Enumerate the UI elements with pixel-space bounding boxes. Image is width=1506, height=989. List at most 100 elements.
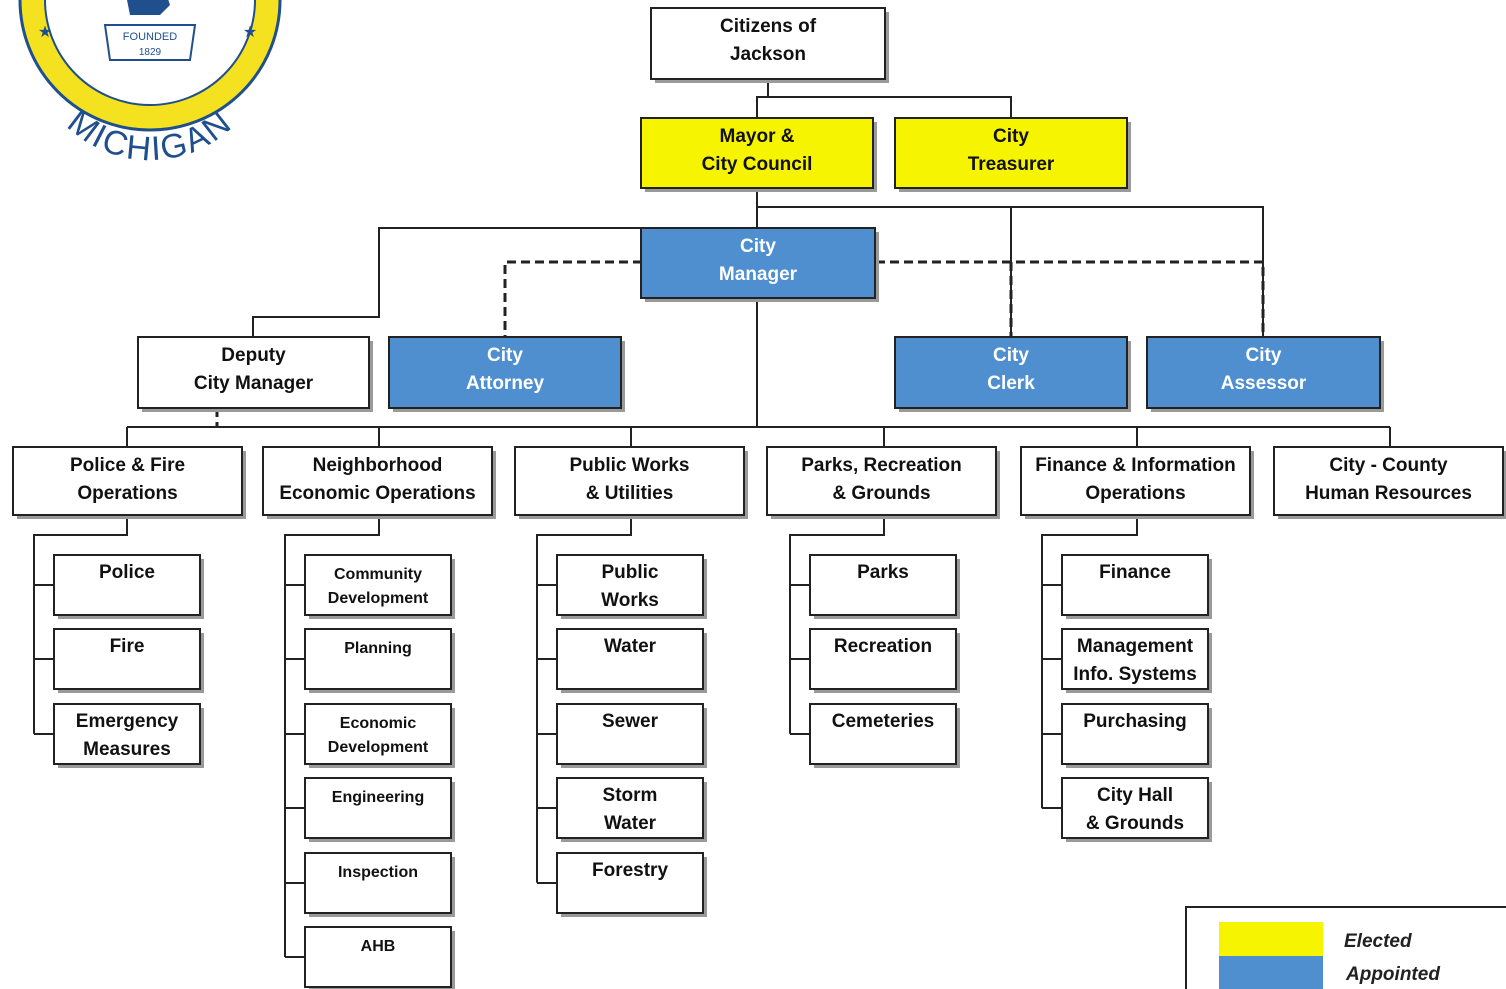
- city-assessor-box-frame: [1146, 336, 1381, 409]
- unit-emergency-measures-box-label-1: Emergency: [76, 711, 179, 732]
- legend-elected-label: Elected: [1344, 931, 1412, 952]
- unit-public-works-box-label-2: Works: [601, 590, 659, 611]
- unit-sewer-box: Sewer: [556, 703, 707, 768]
- dept-finance-information-operations-box-frame: [1020, 446, 1251, 516]
- unit-water-box-label-1: Water: [604, 636, 657, 657]
- unit-management-info-systems-box-frame: [1061, 628, 1209, 690]
- unit-engineering-box-frame: [304, 777, 452, 839]
- unit-parks-box-frame: [809, 554, 957, 616]
- unit-public-works-box-frame: [556, 554, 704, 616]
- unit-parks-box: Parks: [809, 554, 960, 619]
- city-manager-box-label-1: City: [740, 236, 776, 257]
- city-attorney-box-frame: [388, 336, 622, 409]
- deputy-city-manager-box-label-1: Deputy: [221, 345, 286, 366]
- unit-community-development-box-label-1: Community: [334, 566, 422, 583]
- line-dept-2-spine: [284, 515, 380, 957]
- unit-forestry-box-label-1: Forestry: [592, 860, 668, 881]
- dept-neighborhood-economic-operations-box-label-2: Economic Operations: [279, 483, 475, 504]
- city-manager-box-frame: [640, 227, 876, 299]
- unit-management-info-systems-box-label-2: Info. Systems: [1073, 664, 1197, 685]
- seal-founded: FOUNDED: [123, 31, 177, 43]
- city-clerk-box-label-2: Clerk: [987, 373, 1035, 394]
- unit-fire-box-frame: [53, 628, 201, 690]
- unit-inspection-box-frame: [304, 852, 452, 914]
- unit-parks-box-label-1: Parks: [857, 562, 909, 583]
- city-treasurer-box-label-2: Treasurer: [968, 154, 1055, 175]
- unit-emergency-measures-box-label-2: Measures: [83, 739, 171, 760]
- unit-recreation-box-frame: [809, 628, 957, 690]
- unit-purchasing-box-label-1: Purchasing: [1083, 711, 1186, 732]
- line-manager-deputy: [252, 227, 642, 337]
- deputy-city-manager-box-frame: [137, 336, 370, 409]
- unit-fire-box: Fire: [53, 628, 204, 693]
- city-clerk-box-frame: [894, 336, 1128, 409]
- unit-ahb-box: AHB: [304, 926, 455, 989]
- unit-planning-box: Planning: [304, 628, 455, 693]
- unit-storm-water-box-frame: [556, 777, 704, 839]
- line-citizens-mayor: [756, 79, 769, 118]
- dept-police-fire-operations-box-frame: [12, 446, 243, 516]
- unit-police-box: Police: [53, 554, 204, 619]
- unit-finance-box-frame: [1061, 554, 1209, 616]
- dept-neighborhood-economic-operations-box-label-1: Neighborhood: [313, 455, 443, 476]
- dept-city-county-human-resources-box-frame: [1273, 446, 1504, 516]
- unit-city-hall-grounds-box: City Hall& Grounds: [1061, 777, 1212, 842]
- unit-forestry-box-frame: [556, 852, 704, 914]
- unit-inspection-box-label-1: Inspection: [338, 864, 418, 881]
- mayor-city-council-box-frame: [640, 117, 874, 189]
- mayor-city-council-box-label-1: Mayor &: [720, 126, 795, 147]
- line-citizens-treasurer: [768, 96, 1012, 118]
- unit-ahb-box-label-1: AHB: [361, 938, 396, 955]
- city-manager-box-label-2: Manager: [719, 264, 798, 285]
- dept-finance-information-operations-box-label-2: Operations: [1085, 483, 1185, 504]
- unit-purchasing-box: Purchasing: [1061, 703, 1212, 768]
- dept-parks-recreation-grounds-box: Parks, Recreation& Grounds: [766, 446, 1000, 519]
- seal-year: 1829: [139, 47, 162, 58]
- unit-cemeteries-box: Cemeteries: [809, 703, 960, 768]
- dept-police-fire-operations-box-label-1: Police & Fire: [70, 455, 185, 476]
- unit-economic-development-box-label-2: Development: [328, 739, 429, 756]
- unit-inspection-box: Inspection: [304, 852, 455, 917]
- unit-public-works-box-label-1: Public: [601, 562, 658, 583]
- unit-cemeteries-box-frame: [809, 703, 957, 765]
- line-mayor-assessor: [757, 206, 1264, 337]
- seal-star-right: ★: [243, 24, 257, 41]
- unit-police-box-frame: [53, 554, 201, 616]
- unit-police-box-label-1: Police: [99, 562, 155, 583]
- unit-storm-water-box-label-2: Water: [604, 813, 657, 834]
- unit-engineering-box: Engineering: [304, 777, 455, 842]
- dept-parks-recreation-grounds-box-frame: [766, 446, 997, 516]
- unit-management-info-systems-box-label-1: Management: [1077, 636, 1194, 657]
- seal-star-left: ★: [38, 24, 52, 41]
- dept-public-works-utilities-box-label-2: & Utilities: [586, 483, 674, 504]
- line-manager-attorney-dashed: [503, 260, 642, 337]
- dept-finance-information-operations-box-label-1: Finance & Information: [1035, 455, 1236, 476]
- city-clerk-box-label-1: City: [993, 345, 1029, 366]
- unit-city-hall-grounds-box-frame: [1061, 777, 1209, 839]
- unit-planning-box-label-1: Planning: [344, 640, 412, 657]
- unit-community-development-box-frame: [304, 554, 452, 616]
- dept-city-county-human-resources-box-label-2: Human Resources: [1305, 483, 1472, 504]
- unit-fire-box-label-1: Fire: [110, 636, 145, 657]
- unit-ahb-box-frame: [304, 926, 452, 988]
- dept-parks-recreation-grounds-box-label-1: Parks, Recreation: [801, 455, 962, 476]
- unit-city-hall-grounds-box-label-2: & Grounds: [1086, 813, 1184, 834]
- line-dept-5-spine: [1041, 515, 1138, 809]
- citizens-of-jackson-box-label-2: Jackson: [730, 44, 806, 65]
- unit-community-development-box-label-2: Development: [328, 590, 429, 607]
- unit-water-box-frame: [556, 628, 704, 690]
- dept-public-works-utilities-box: Public Works& Utilities: [514, 446, 748, 519]
- unit-engineering-box-label-1: Engineering: [332, 789, 424, 806]
